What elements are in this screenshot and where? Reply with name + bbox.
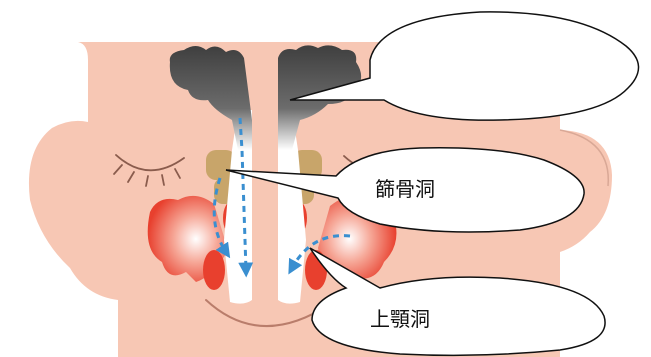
callout-maxillary-label: 上顎洞 bbox=[370, 307, 430, 331]
callout-ethmoid-label: 篩骨洞 bbox=[375, 177, 435, 201]
maxillary-pocket-left-lower bbox=[203, 250, 225, 290]
